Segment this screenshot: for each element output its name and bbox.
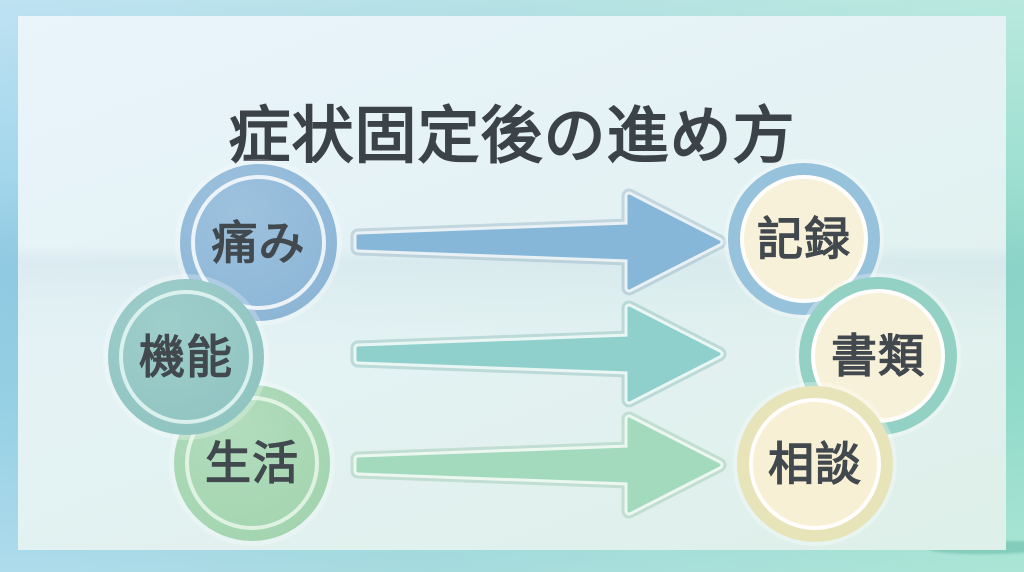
arrow-pain-to-record [348,187,727,297]
record-circle-inner: 記録 [740,175,868,303]
function-circle: 機能 [108,279,264,435]
consultation-circle: 相談 [737,386,893,542]
consultation-circle-inner: 相談 [749,398,881,530]
arrow-life-to-consultation [348,410,727,520]
content-panel: 症状固定後の進め方 痛み 機能 生活 [18,16,1006,550]
life-circle: 生活 [174,385,330,541]
life-label: 生活 [205,437,299,489]
right-arrow-icon [350,411,727,519]
documents-label: 書類 [831,330,925,382]
right-arrow-icon [350,300,727,408]
record-label: 記録 [757,213,851,265]
page-title: 症状固定後の進め方 [228,101,796,171]
consultation-label: 相談 [768,438,862,490]
arrow-function-to-documents [348,299,727,409]
function-label: 機能 [139,331,233,383]
right-arrow-icon [350,188,727,296]
pain-label: 痛み [211,216,306,269]
